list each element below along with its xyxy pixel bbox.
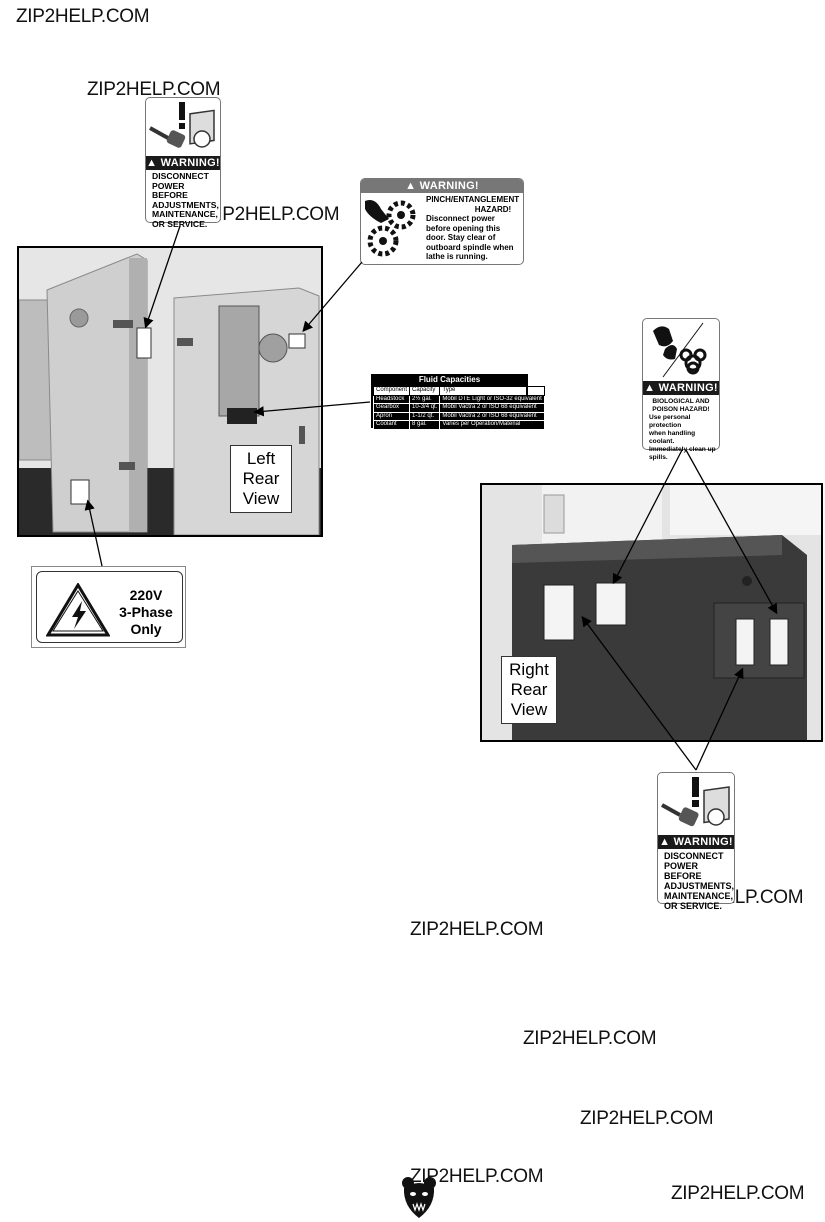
watermark: ZIP2HELP.COM — [580, 1108, 714, 1129]
plug-outlet-icon — [149, 102, 215, 148]
gear-hazard-icon — [365, 200, 416, 257]
right-rear-view-label: Right Rear View — [501, 656, 557, 724]
voltage-label: 220V 3-Phase Only — [31, 566, 186, 648]
watermark: ZIP2HELP.COM — [87, 79, 221, 100]
warning-banner: ▲ WARNING! — [643, 381, 719, 395]
watermark: ZIP2HELP.COM — [206, 204, 340, 225]
bear-logo-icon — [402, 1177, 436, 1218]
pinch-hazard-label: ▲ WARNING! PINCH/ENTANGLEMENT HAZARD! Di… — [360, 178, 524, 265]
left-rear-view-label: Left Rear View — [230, 445, 292, 513]
warning-text: DISCONNECT POWER BEFORE ADJUSTMENTS, MAI… — [152, 171, 219, 229]
plug-outlet-icon — [661, 777, 730, 827]
biohazard-icon — [653, 322, 707, 378]
biohazard-label: ▲ WARNING! BIOLOGICAL AND POISON HAZARD!… — [642, 318, 720, 461]
watermark: ZIP2HELP.COM — [16, 6, 150, 27]
warning-banner: ▲ WARNING! — [361, 179, 523, 193]
watermark: ZIP2HELP.COM — [410, 1166, 544, 1187]
disconnect-power-label: ▲ WARNING! DISCONNECT POWER BEFORE ADJUS… — [657, 772, 735, 911]
watermark: ZIP2HELP.COM — [410, 919, 544, 940]
watermark: ZIP2HELP.COM — [671, 1183, 805, 1204]
electrical-hazard-icon — [46, 583, 110, 637]
warning-banner: ▲ WARNING! — [658, 835, 734, 849]
disconnect-power-label: ▲ WARNING! DISCONNECT POWER BEFORE ADJUS… — [145, 97, 221, 229]
warning-text: BIOLOGICAL AND POISON HAZARD! Use person… — [649, 398, 716, 461]
watermark: ZIP2HELP.COM — [523, 1028, 657, 1049]
warning-banner: ▲ WARNING! — [146, 156, 220, 170]
warning-text: DISCONNECT POWER BEFORE ADJUSTMENTS, MAI… — [664, 851, 735, 911]
